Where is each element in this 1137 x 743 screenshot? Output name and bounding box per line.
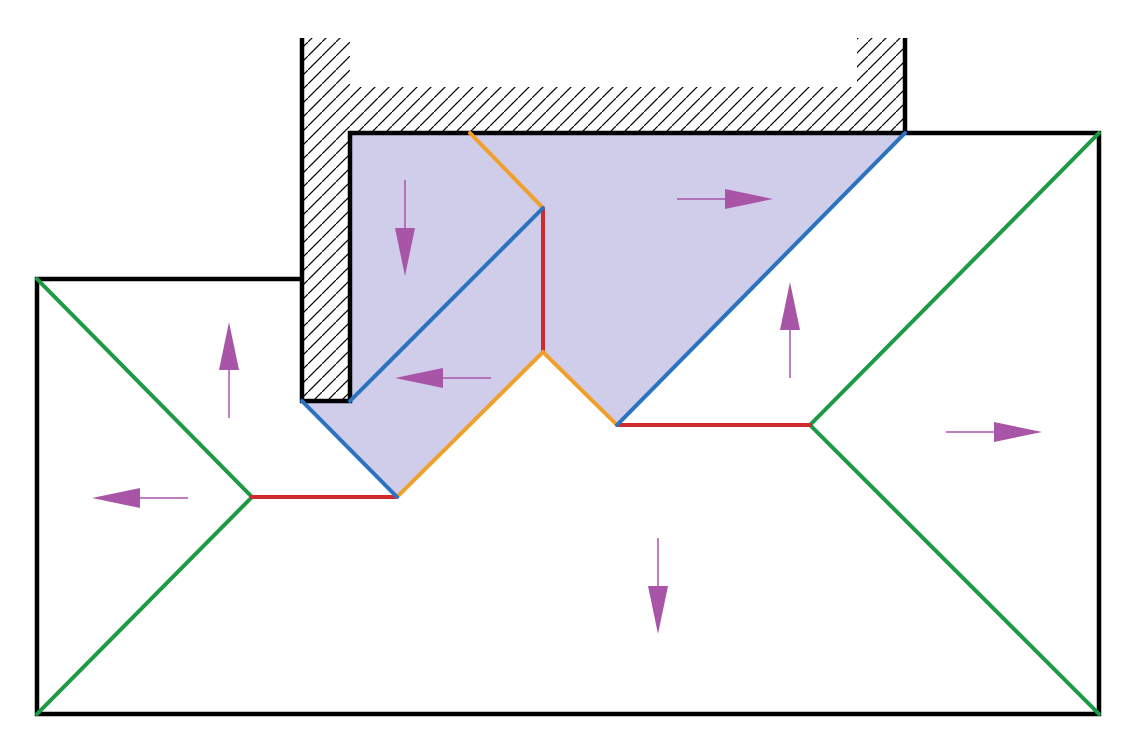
- shaded-roof-face: [302, 133, 905, 497]
- valley-line: [395, 350, 545, 499]
- wall-hip-line: [348, 206, 545, 403]
- hip-line: [808, 131, 1101, 427]
- hip-line: [35, 495, 254, 716]
- slope-arrow-up: [780, 282, 800, 378]
- valley-lines: [395, 131, 619, 499]
- hip-line: [35, 277, 254, 499]
- slope-arrow-right: [677, 189, 773, 209]
- slope-arrow-left: [395, 368, 491, 388]
- slope-arrow-down: [395, 180, 415, 276]
- hip-line: [808, 423, 1101, 716]
- wall-hip-line: [615, 131, 907, 427]
- valley-line: [541, 350, 619, 427]
- slope-arrows: [92, 180, 1042, 634]
- slope-arrow-left: [92, 488, 188, 508]
- hip-lines: [35, 131, 1101, 716]
- ridge-lines: [250, 206, 812, 499]
- valley-line: [468, 131, 545, 210]
- slope-arrow-down: [648, 538, 668, 634]
- building-outline: [34, 38, 1102, 717]
- slope-arrow-up: [219, 322, 239, 418]
- wall-hip-lines: [300, 131, 907, 499]
- slope-arrow-right: [946, 422, 1042, 442]
- wall-hip-line: [300, 399, 399, 499]
